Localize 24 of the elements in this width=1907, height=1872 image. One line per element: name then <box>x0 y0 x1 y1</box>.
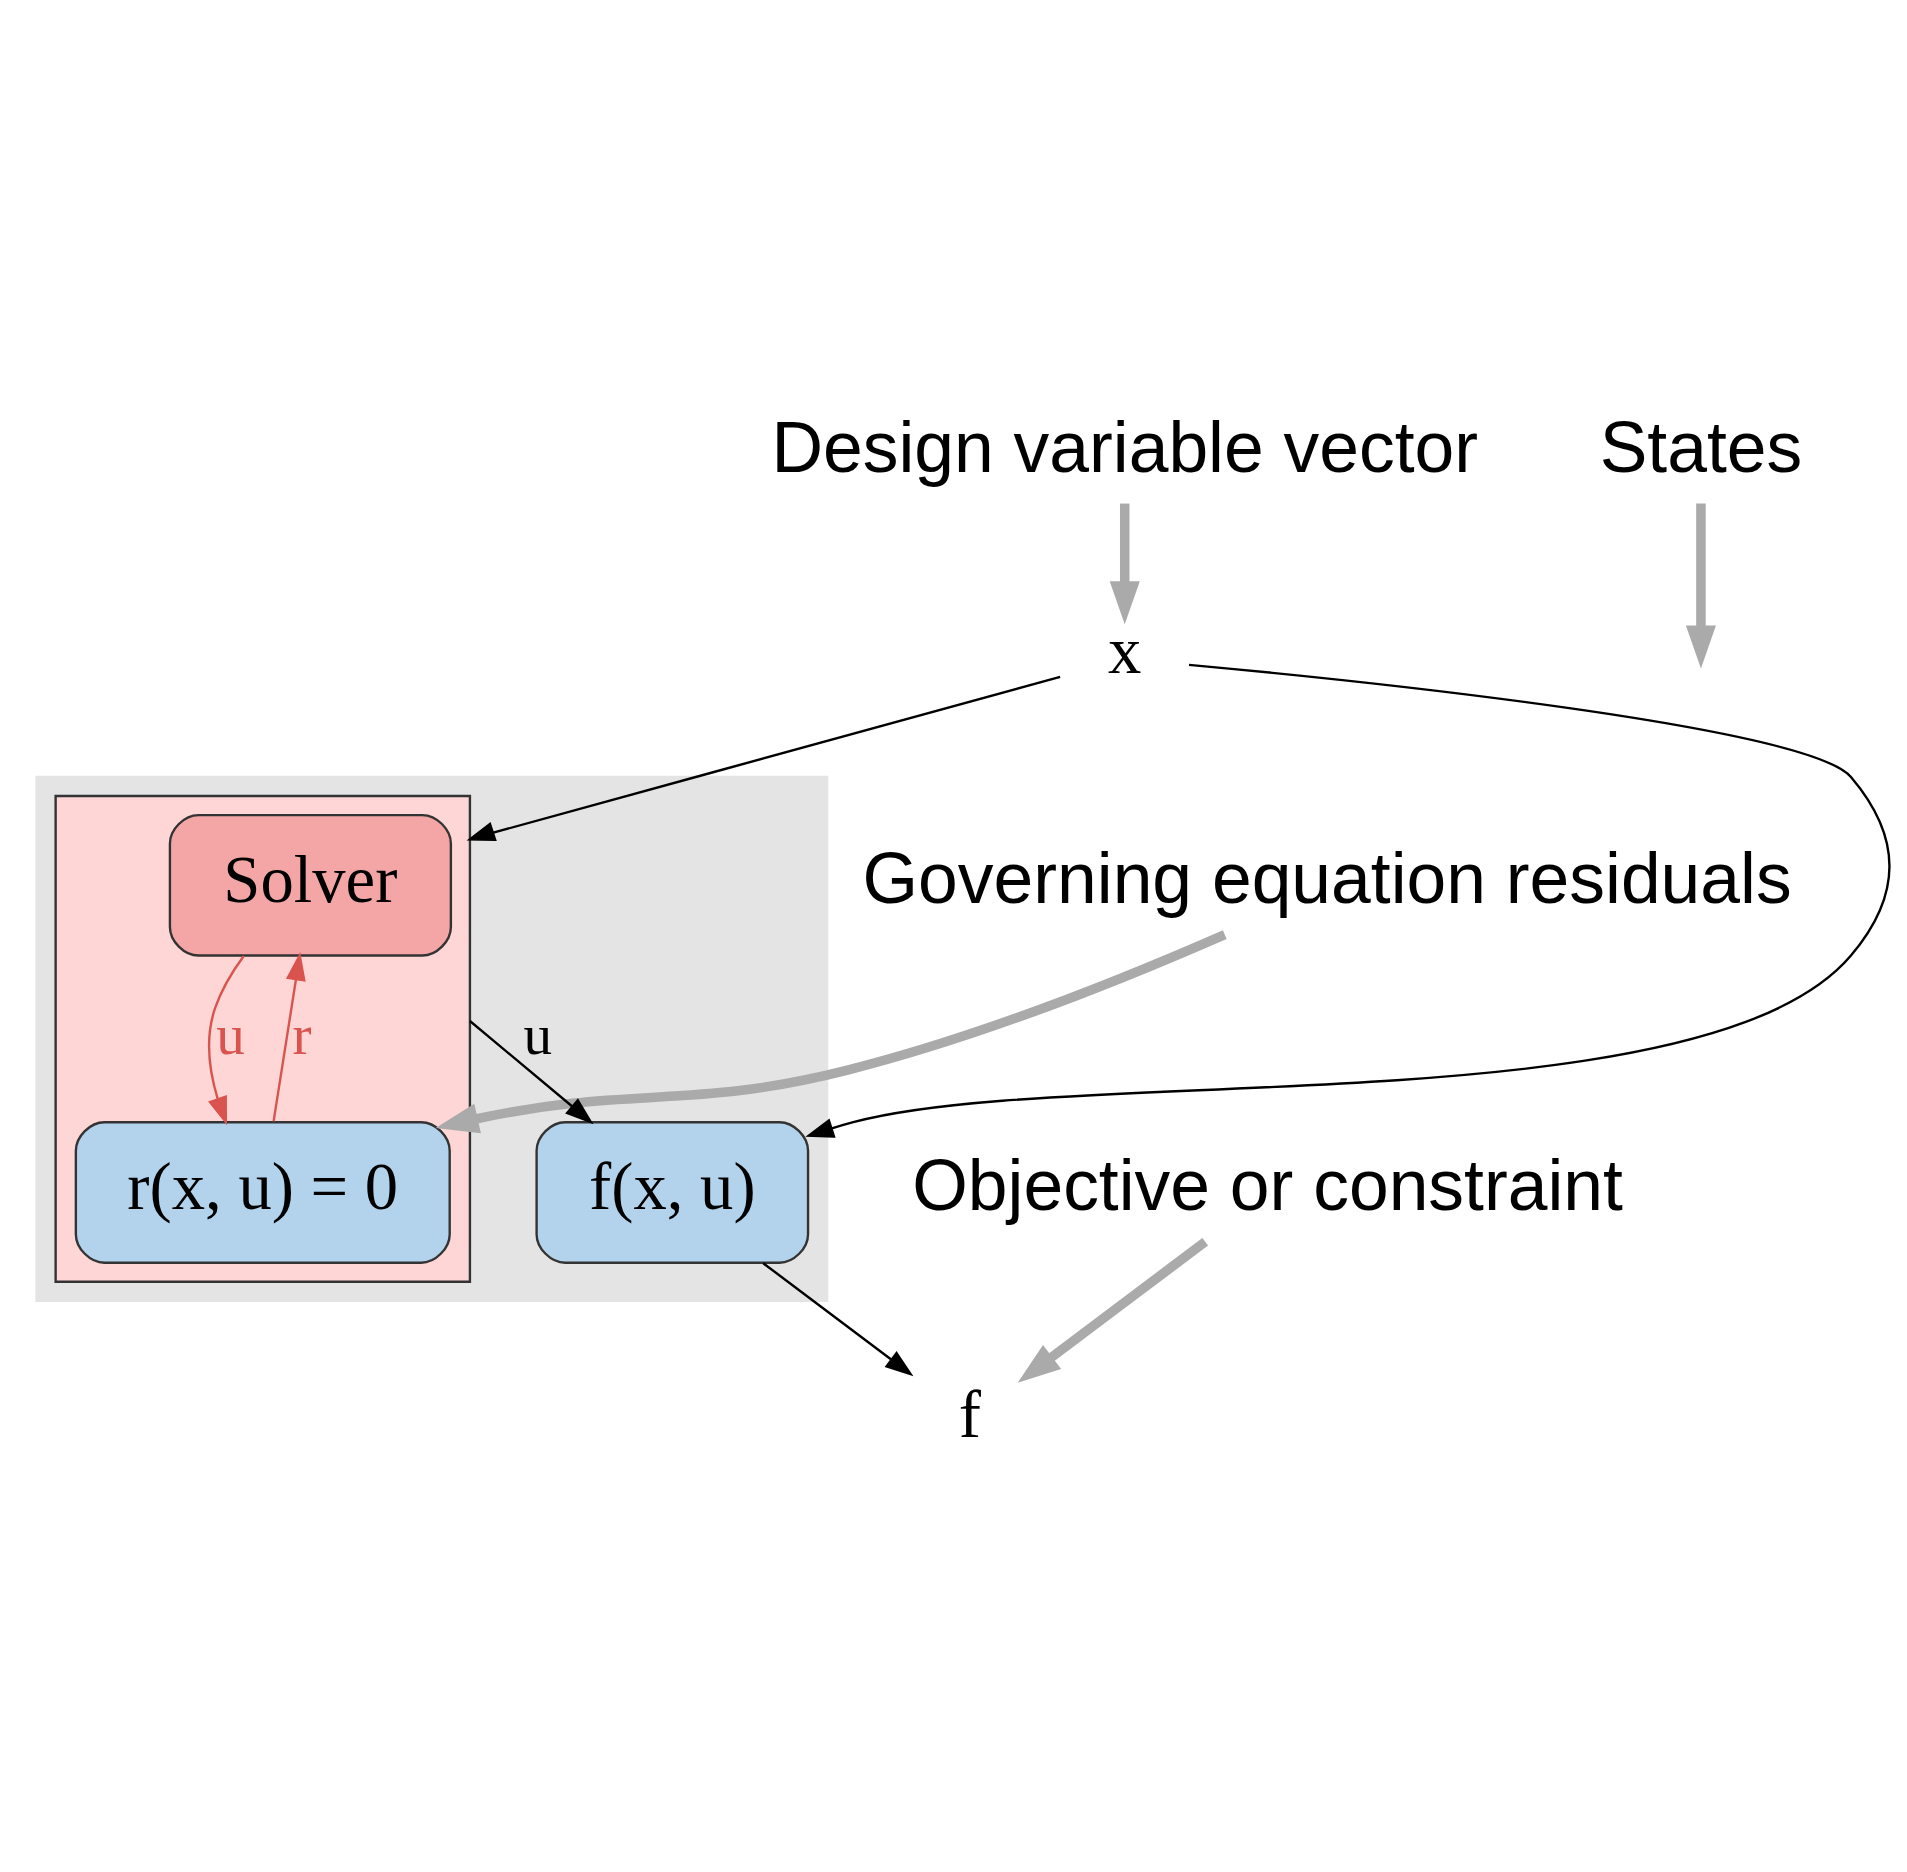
arrow <box>1685 503 1716 668</box>
node-text: f <box>958 1377 982 1451</box>
edge-label: r <box>292 1002 312 1066</box>
node-text: Objective or constraint <box>912 1144 1623 1225</box>
node-text: Governing equation residuals <box>862 837 1792 918</box>
arrow <box>466 675 1061 841</box>
node-box: f(x, u) <box>535 1120 810 1264</box>
edge-label: u <box>216 1002 245 1066</box>
arrow <box>805 663 1891 1138</box>
cluster <box>54 794 472 1283</box>
edge-label: u <box>523 1002 553 1066</box>
arrow <box>435 929 1227 1133</box>
arrow <box>207 954 245 1125</box>
arrow <box>1109 503 1140 624</box>
node-text: x <box>1108 613 1142 687</box>
arrow <box>1017 1237 1209 1383</box>
node-box: Solver <box>168 813 453 957</box>
arrow <box>469 1019 594 1124</box>
arrow <box>272 951 306 1122</box>
arrow <box>762 1261 914 1376</box>
node-text: Design variable vector <box>771 406 1479 487</box>
node-box: r(x, u) = 0 <box>74 1120 451 1264</box>
cluster <box>35 775 829 1302</box>
node-text: States <box>1599 406 1803 487</box>
